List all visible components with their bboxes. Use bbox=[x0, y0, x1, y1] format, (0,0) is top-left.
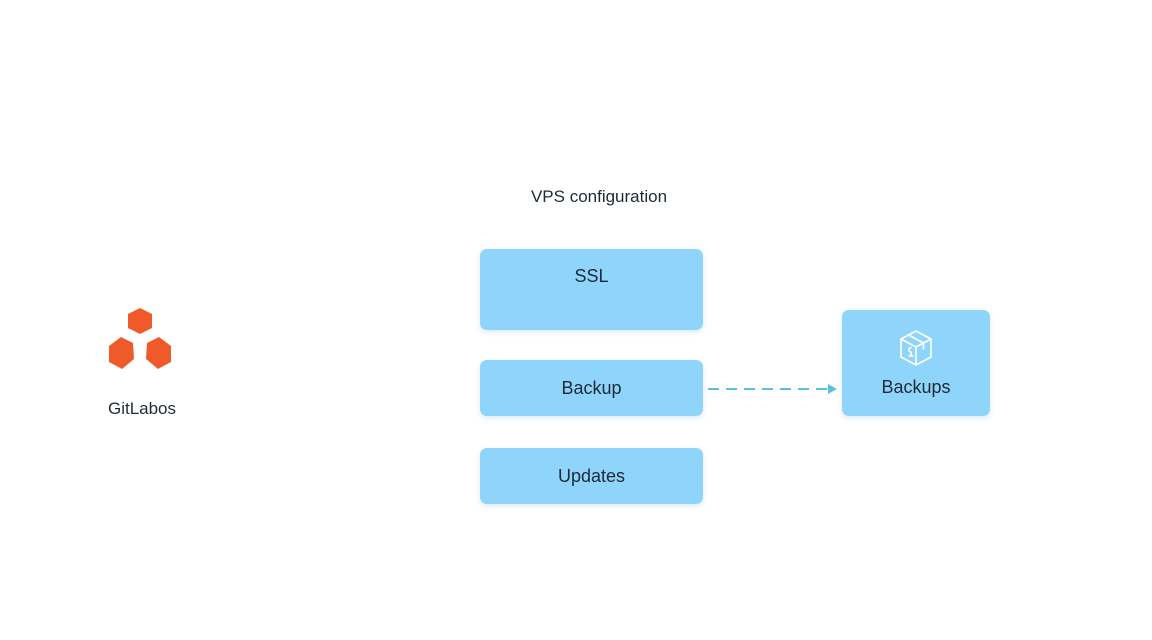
logo-hexagon-left bbox=[109, 337, 134, 369]
logo-hexagon-right bbox=[146, 337, 171, 369]
node-backup: Backup bbox=[480, 360, 703, 416]
node-ssl: SSL bbox=[480, 249, 703, 330]
node-backups: Backups bbox=[842, 310, 990, 416]
node-updates-label: Updates bbox=[557, 465, 626, 486]
node-backup-label: Backup bbox=[561, 377, 622, 398]
logo-hexagon-top bbox=[128, 308, 152, 334]
backup-to-backups-arrow bbox=[708, 384, 837, 394]
package-cube-icon bbox=[900, 330, 932, 366]
node-backups-label: Backups bbox=[881, 377, 951, 397]
node-updates: Updates bbox=[480, 448, 703, 504]
arrowhead-icon bbox=[828, 384, 837, 394]
brand-name: GitLabos bbox=[107, 399, 177, 418]
node-ssl-label: SSL bbox=[574, 266, 609, 286]
diagram-title: VPS configuration bbox=[530, 187, 668, 206]
gitlabos-logo-icon bbox=[109, 308, 171, 369]
